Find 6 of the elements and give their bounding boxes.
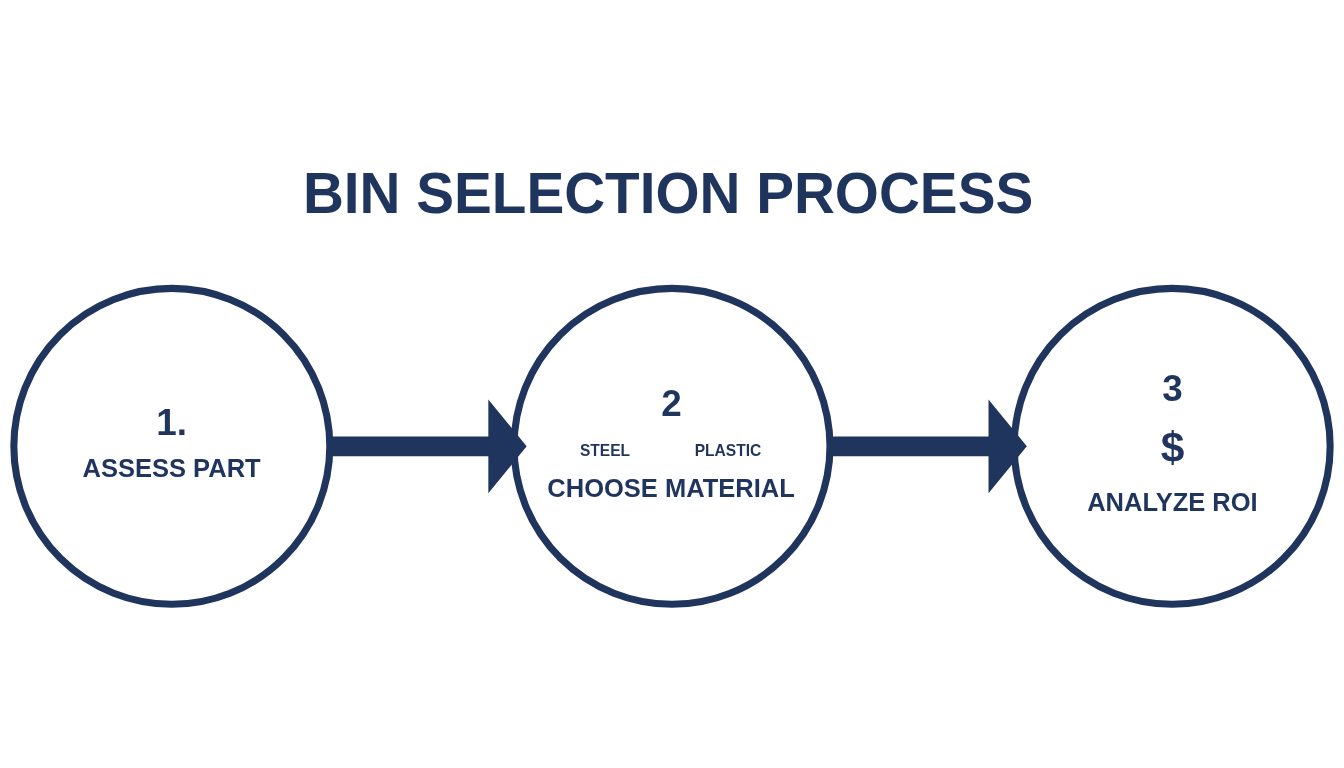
arrow xyxy=(830,399,1027,494)
node-circle: 1. ASSESS PART xyxy=(10,284,334,608)
diagram-title: BIN SELECTION PROCESS xyxy=(302,162,1034,226)
arrow xyxy=(329,399,527,494)
node-circle: 2 STEEL PLASTIC CHOOSE MATERIAL xyxy=(510,284,834,608)
node-circle: 3 $ ANALYZE ROI xyxy=(1010,284,1334,608)
